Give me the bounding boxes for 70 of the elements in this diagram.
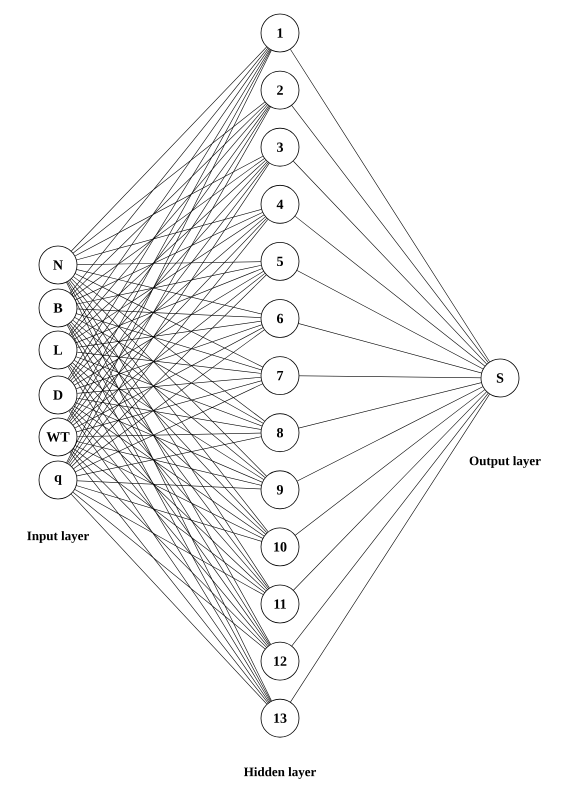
connection-line: [72, 103, 266, 295]
connection-line: [72, 216, 266, 383]
connection-line: [70, 48, 268, 294]
connection-line: [70, 280, 268, 532]
connection-line: [73, 158, 265, 297]
connection-line: [70, 104, 268, 336]
connection-line: [290, 49, 490, 362]
connection-line: [76, 380, 262, 432]
connection-line: [76, 485, 262, 542]
layer-label: Hidden layer: [244, 767, 316, 779]
connection-line: [294, 216, 486, 366]
connection-line: [296, 270, 484, 370]
connection-line: [75, 212, 263, 300]
connection-line: [76, 402, 262, 482]
connection-line: [70, 364, 268, 590]
connection-line: [292, 393, 488, 646]
connection-line: [75, 384, 263, 472]
connection-line: [77, 480, 261, 490]
connection-line: [71, 218, 267, 424]
connection-line: [76, 313, 262, 370]
connection-line: [76, 441, 262, 486]
layer-label: Output layer: [470, 456, 541, 468]
connection-line: [299, 376, 481, 378]
connection-line: [74, 271, 264, 386]
connection-line: [295, 390, 485, 536]
connection-line: [290, 394, 490, 702]
connection-line: [76, 352, 262, 374]
connection-line: [70, 322, 268, 533]
layer-label: Input layer: [27, 531, 89, 543]
connection-line: [76, 209, 262, 260]
connection-line: [74, 360, 264, 480]
connection-line: [72, 492, 266, 650]
connection-line: [76, 268, 262, 344]
connection-line: [74, 489, 264, 595]
connection-line: [70, 494, 268, 704]
connection-line: [72, 408, 266, 591]
connection-line: [70, 219, 268, 466]
connection-line: [298, 382, 482, 428]
connection-line: [74, 214, 264, 340]
connection-line: [77, 432, 261, 437]
connection-line: [70, 410, 268, 646]
connection-line: [298, 323, 482, 374]
connection-line: [68, 163, 270, 464]
connection-line: [293, 392, 487, 590]
connection-line: [74, 156, 264, 256]
connection-line: [70, 161, 268, 381]
connection-line: [72, 102, 266, 254]
connection-line: [76, 320, 262, 348]
connection-line: [77, 308, 261, 318]
connection-line: [70, 162, 268, 422]
connection-line: [76, 265, 262, 304]
connection-line: [293, 160, 487, 364]
connection-line: [76, 324, 262, 389]
connection-line: [76, 356, 262, 426]
connection-line: [70, 452, 268, 704]
connection-line: [74, 406, 264, 536]
connection-line: [77, 261, 261, 265]
connection-line: [71, 46, 267, 252]
connection-line: [76, 436, 262, 476]
connection-line: [75, 273, 263, 368]
connection-line: [73, 448, 265, 593]
connection-line: [72, 362, 266, 534]
connection-line: [76, 269, 262, 314]
connection-line: [71, 450, 267, 648]
connection-line: [77, 377, 261, 394]
connection-line: [297, 386, 483, 482]
connection-line: [76, 398, 262, 430]
connection-line: [75, 445, 263, 539]
connection-line: [291, 105, 489, 363]
connection-line: [72, 160, 266, 338]
